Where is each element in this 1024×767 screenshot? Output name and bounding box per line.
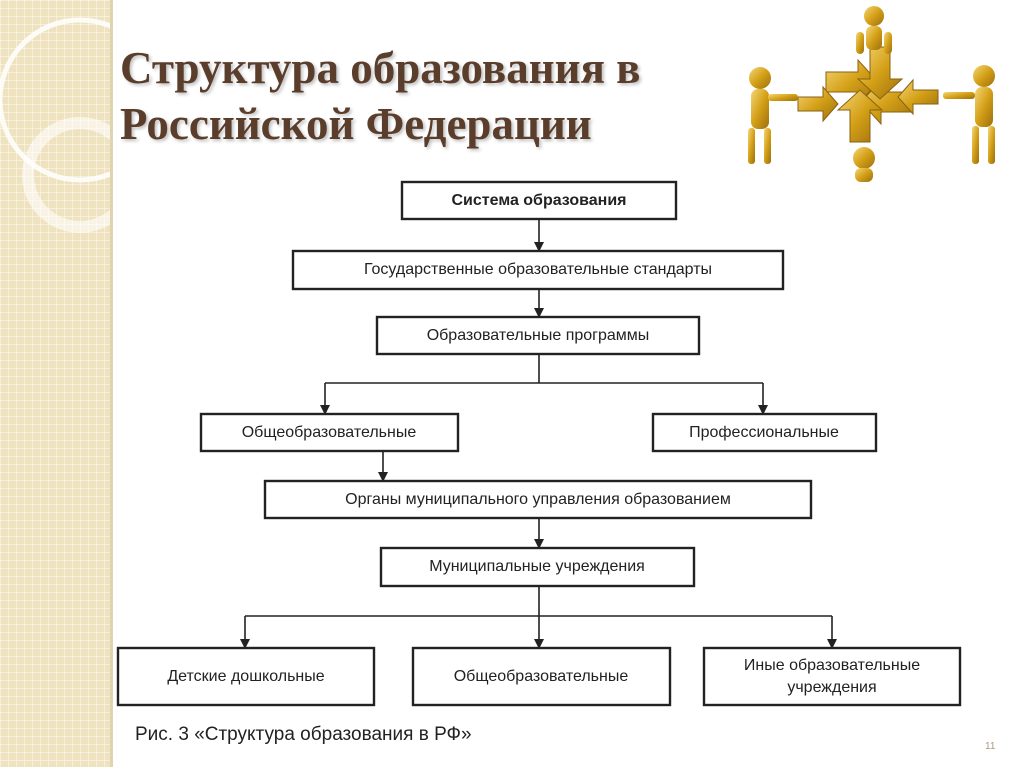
node-box-programs [375,315,701,356]
node-programs: Образовательные программы [427,327,650,344]
node-general-programs: Общеобразовательные [242,424,417,441]
node-other-line-2: учреждения [787,679,876,696]
slide-title-line-1: Структура образования в [120,43,641,93]
node-box-professional [651,412,878,453]
node-municipal-bodies: Органы муниципального управления образов… [345,491,731,508]
node-other-line-1: Иные образовательные [744,657,920,674]
node-preschool: Детские дошкольные [167,668,324,685]
page-number: 11 [985,741,996,752]
decorative-circles [0,17,112,233]
node-municipal-institutions: Муниципальные учреждения [429,558,645,575]
node-standards: Государственные образовательные стандарт… [364,261,712,278]
node-box-other [702,646,962,707]
gold-figures-puzzle-image [748,6,995,182]
node-box-general-institutions [411,646,672,707]
decorative-side-strip [0,0,112,767]
slide-title: Структура образования в Российской Федер… [120,40,730,152]
slide-title-line-2: Российской Федерации [120,99,592,149]
node-box-municipal-institutions [379,546,696,588]
side-divider [110,0,113,767]
diagram-connectors [240,219,837,649]
node-system: Система образования [452,192,627,209]
node-box-municipal-bodies [263,479,813,520]
node-box-standards [291,249,785,291]
node-general-institutions: Общеобразовательные [454,668,629,685]
node-box-preschool [116,646,376,707]
node-professional: Профессиональные [689,424,839,441]
node-box-general-programs [199,412,460,453]
node-box-system [400,180,678,221]
figure-caption: Рис. 3 «Структура образования в РФ» [135,724,472,745]
